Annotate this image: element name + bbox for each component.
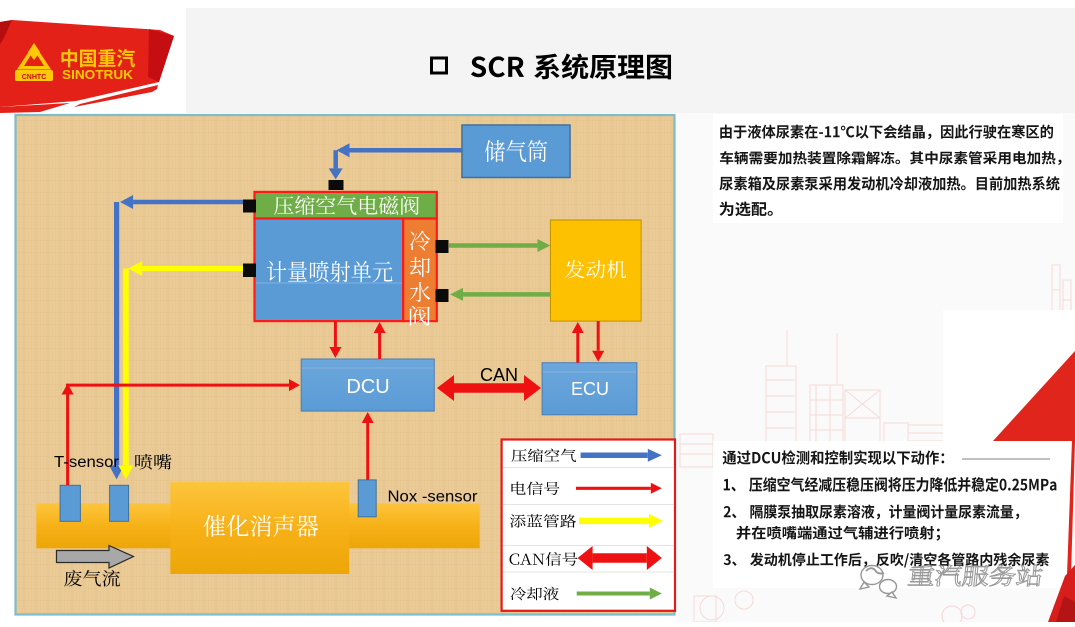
svg-text:DCU: DCU <box>346 376 389 398</box>
svg-text:Nox -sensor: Nox -sensor <box>388 489 478 506</box>
svg-text:SINOTRUK: SINOTRUK <box>62 67 134 82</box>
svg-text:T-sensor: T-sensor <box>54 454 119 471</box>
svg-text:ECU: ECU <box>571 379 609 399</box>
svg-text:CAN: CAN <box>480 365 518 385</box>
svg-text:CNHTC: CNHTC <box>22 74 47 81</box>
